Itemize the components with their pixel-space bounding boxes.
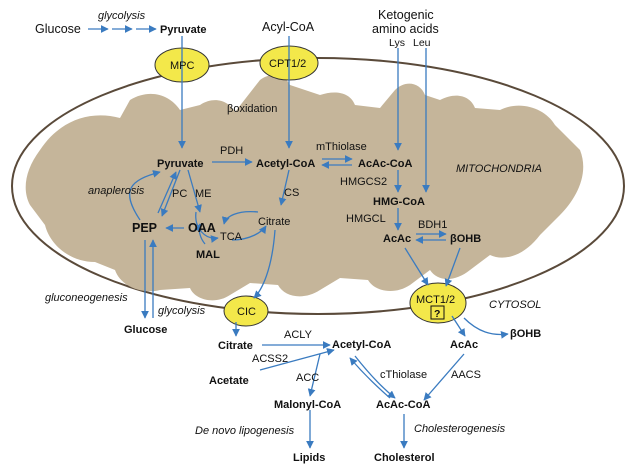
- leu-label: Leu: [413, 37, 431, 49]
- cyto-acetyl-coa-label: Acetyl-CoA: [332, 339, 391, 351]
- cic-transporter: [223, 295, 269, 327]
- gluconeogenesis-label: gluconeogenesis: [45, 292, 128, 304]
- mito-pyruvate-label: Pyruvate: [157, 158, 203, 170]
- top-pyruvate-label: Pyruvate: [160, 24, 206, 36]
- oaa-label: OAA: [188, 221, 216, 235]
- cic-label: CIC: [237, 306, 256, 318]
- mct-question-box: [430, 305, 445, 320]
- mito-bohb-label: βOHB: [450, 233, 481, 245]
- mito-acetyl-coa-label: Acetyl-CoA: [256, 158, 315, 170]
- cpt-label: CPT1/2: [269, 58, 306, 70]
- cyto-acac-coa-label: AcAc-CoA: [376, 399, 430, 411]
- top-acyl-coa-label: Acyl-CoA: [262, 20, 315, 34]
- top-glucose-label: Glucose: [35, 22, 81, 36]
- lys-label: Lys: [389, 37, 405, 49]
- cyto-bohb-label: βOHB: [510, 328, 541, 340]
- cyto-glycolysis-label: glycolysis: [158, 305, 206, 317]
- cthiolase-label: cThiolase: [380, 369, 427, 381]
- me-label: ME: [195, 188, 212, 200]
- mpc-label: MPC: [170, 60, 195, 72]
- anaplerosis-label: anaplerosis: [88, 185, 145, 197]
- pdh-label: PDH: [220, 145, 243, 157]
- cs-label: CS: [284, 187, 299, 199]
- hmgcs2-label: HMGCS2: [340, 176, 387, 188]
- pep-label: PEP: [132, 221, 157, 235]
- top-glycolysis-label: glycolysis: [98, 10, 146, 22]
- tca-label: TCA: [220, 231, 243, 243]
- cyto-acac-label: AcAc: [450, 339, 478, 351]
- malonyl-coa-label: Malonyl-CoA: [274, 399, 341, 411]
- de-novo-lipogenesis-label: De novo lipogenesis: [195, 425, 295, 437]
- acc-label: ACC: [296, 372, 319, 384]
- mthiolase-label: mThiolase: [316, 141, 367, 153]
- boxidation-label: βoxidation: [227, 103, 277, 115]
- mitochondrial-matrix: [25, 75, 584, 301]
- pc-label: PC: [172, 188, 187, 200]
- ketogenic-label: Ketogenic: [378, 8, 434, 22]
- cholesterol-label: Cholesterol: [374, 452, 435, 464]
- cyto-glucose-label: Glucose: [124, 324, 167, 336]
- mitochondria-label: MITOCHONDRIA: [456, 163, 542, 175]
- acss2-label: ACSS2: [252, 353, 288, 365]
- mito-acac-coa-label: AcAc-CoA: [358, 158, 412, 170]
- mct-question-mark: ?: [434, 308, 440, 320]
- mito-acac-label: AcAc: [383, 233, 411, 245]
- lipids-label: Lipids: [293, 452, 325, 464]
- mct-transporter: [409, 282, 467, 324]
- cholesterogenesis-label: Cholesterogenesis: [414, 423, 506, 435]
- cytosol-label: CYTOSOL: [489, 299, 541, 311]
- pathway-arrows: [88, 25, 509, 449]
- watermark-text: 头条 @姜老师谈生化: [476, 448, 597, 463]
- amino-acids-label: amino acids: [372, 22, 439, 36]
- bdh1-label: BDH1: [418, 219, 447, 231]
- hmg-coa-label: HMG-CoA: [373, 196, 425, 208]
- mito-citrate-label: Citrate: [258, 216, 290, 228]
- aacs-label: AACS: [451, 369, 481, 381]
- acly-label: ACLY: [284, 329, 313, 341]
- mal-label: MAL: [196, 249, 220, 261]
- mct-label: MCT1/2: [416, 294, 455, 306]
- acetate-label: Acetate: [209, 375, 249, 387]
- hmgcl-label: HMGCL: [346, 213, 386, 225]
- cyto-citrate-label: Citrate: [218, 340, 253, 352]
